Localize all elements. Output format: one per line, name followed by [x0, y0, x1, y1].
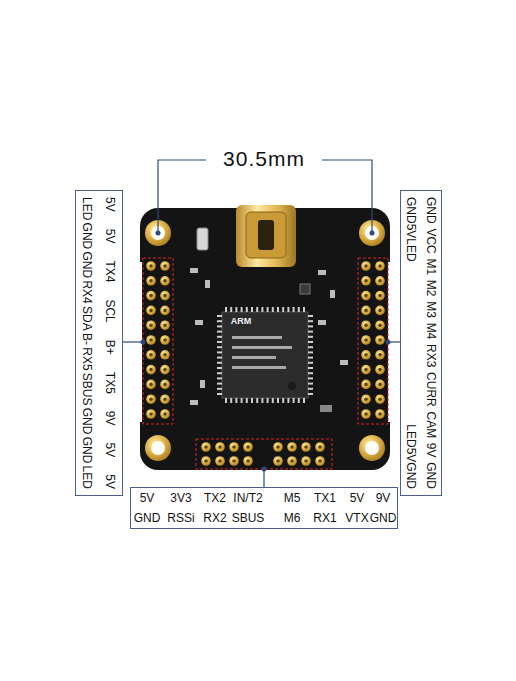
pin-name: GND — [81, 437, 95, 464]
pin-name: RX5 — [81, 347, 95, 370]
pin-name: 9V — [424, 443, 438, 458]
pin-name: 5V — [104, 443, 118, 458]
pin-name: 9V — [376, 491, 391, 505]
pin-name: LED — [81, 466, 95, 489]
chip-marking: ARM — [226, 316, 256, 326]
usb-c-connector — [236, 205, 296, 267]
pin-name: LED — [404, 238, 418, 261]
pin-name: SBUS — [81, 373, 95, 406]
pin-name: VCC — [424, 228, 438, 253]
pin-label-row: GND5VLEDLED5VGND — [401, 191, 421, 495]
pin-name: M5 — [284, 491, 301, 505]
pin-name: 5V — [104, 474, 118, 489]
pin-name: SBUS — [232, 511, 265, 525]
pin-name: GND — [404, 462, 418, 489]
pad-group-outline — [143, 258, 388, 469]
smd-components — [190, 268, 348, 412]
pin-name: GND — [134, 511, 161, 525]
pin-name: RX4 — [81, 280, 95, 303]
pin-label-row: 5V 5V TX4SCL B+ TX5 9V 5V 5V — [99, 191, 122, 495]
pin-name: VTX — [345, 511, 368, 525]
pin-name: B- — [81, 333, 95, 345]
pin-name: RSSi — [167, 511, 194, 525]
pin-label-box: GNDVCCM1M2M3M4RX3CURRCAM9VGNDGND5VLEDLED… — [400, 190, 442, 496]
pin-name: 5V — [350, 491, 365, 505]
pin-name: GND — [370, 511, 397, 525]
pin-name: TX4 — [104, 260, 118, 282]
pin-name: LED — [81, 197, 95, 220]
pin-label-row: LEDGNDGNDRX4SDAB-RX5SBUSGNDGNDLED — [76, 191, 99, 495]
mcu-chip — [217, 307, 313, 403]
pin-name: B+ — [104, 340, 118, 355]
pin-name: IN/T2 — [233, 491, 262, 505]
pin-name: 3V3 — [170, 491, 191, 505]
pin-name: GND — [81, 223, 95, 250]
pcb — [140, 208, 390, 470]
pin-name: M6 — [284, 511, 301, 525]
pin-name: CAM — [424, 411, 438, 438]
pin-name: 5V — [104, 197, 118, 212]
pin-label-rows: GNDVCCM1M2M3M4RX3CURRCAM9VGNDGND5VLEDLED… — [401, 191, 441, 495]
pin-name: TX2 — [204, 491, 226, 505]
pin-name: SCL — [104, 299, 118, 322]
pin-name: CURR — [424, 372, 438, 407]
pin-label-box: 5V 3V3 TX2 IN/T2 M5 TX1 5V 9V GND RSSi RX2 SBUS M6 RX… — [130, 487, 398, 529]
dimension-label: 30.5mm — [206, 147, 322, 171]
pin-name: M2 — [424, 280, 438, 297]
pin-label-row: GND VCC M1M2M3M4RX3CURR CAM 9V GND — [421, 191, 441, 495]
solder-pads — [146, 261, 385, 466]
pin-name: GND — [424, 197, 438, 224]
pin-name: TX1 — [314, 491, 336, 505]
pin-name: TX5 — [104, 372, 118, 394]
pin-name: 9V — [104, 411, 118, 426]
pin-name: M4 — [424, 323, 438, 340]
pin-name: LED — [404, 424, 418, 447]
pin-label-box: 5V5VTX4SCLB+TX59V5V5VLEDGNDGNDRX4SDAB-RX… — [75, 190, 123, 496]
pin-name: 5V — [104, 229, 118, 244]
pin-name: 5V — [140, 491, 155, 505]
pin-name: M3 — [424, 301, 438, 318]
pin-name: GND — [81, 252, 95, 279]
pin-name: GND — [404, 197, 418, 224]
pin-name: 5V — [404, 224, 418, 239]
pin-name: GND — [424, 462, 438, 489]
leader-lines — [123, 160, 400, 487]
pin-name: M1 — [424, 258, 438, 275]
boot-button — [197, 228, 208, 250]
pin-name: SDA — [81, 306, 95, 331]
pin-label-row: GNDRSSiRX2SBUSM6RX1VTXGND — [131, 508, 397, 528]
pin-label-rows: 5V5VTX4SCLB+TX59V5V5VLEDGNDGNDRX4SDAB-RX… — [76, 191, 122, 495]
pin-label-rows: 5V 3V3 TX2 IN/T2 M5 TX1 5V 9V GND RSSi RX2 SBUS M6 RX… — [131, 488, 397, 528]
pin-label-row: 5V 3V3 TX2 IN/T2 M5 TX1 5V 9V — [131, 488, 397, 508]
pin-name: RX2 — [203, 511, 226, 525]
pin-name: RX1 — [313, 511, 336, 525]
pin-name: GND — [81, 408, 95, 435]
pin-name: RX3 — [424, 344, 438, 367]
leader-dots — [141, 231, 391, 472]
pin-name: 5V — [404, 448, 418, 463]
